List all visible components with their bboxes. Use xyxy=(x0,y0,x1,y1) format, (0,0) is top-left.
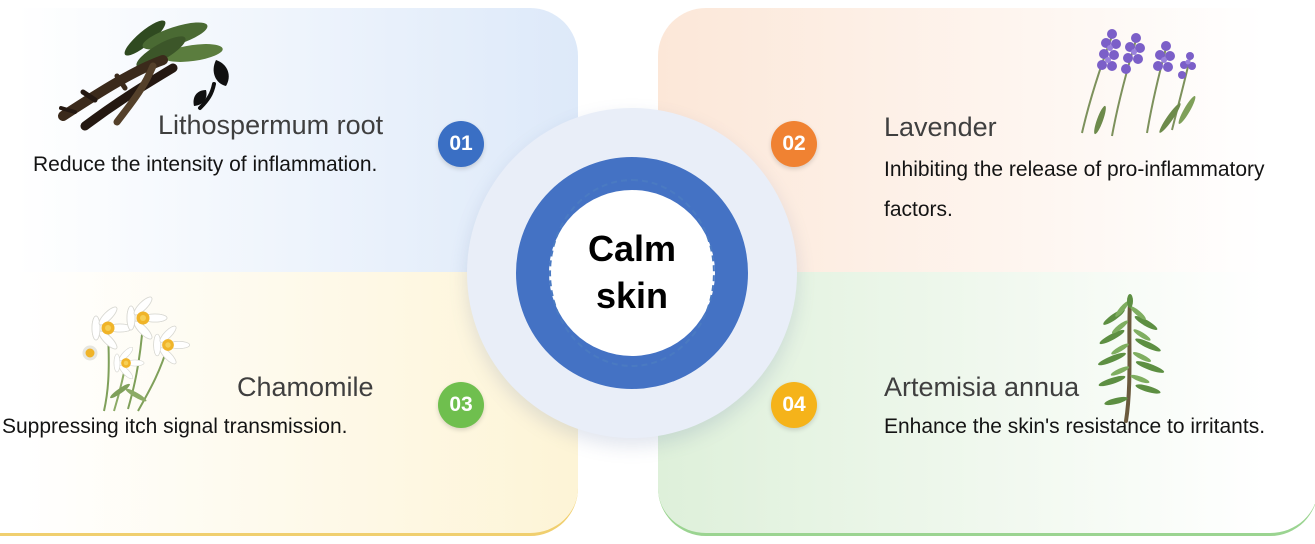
item-desc-lavender: Inhibiting the release of pro-inflammato… xyxy=(884,158,1265,221)
item-title-chamomile: Chamomile xyxy=(237,372,374,402)
center-title-line1: Calm xyxy=(587,228,677,270)
center-circle: Calm skin xyxy=(467,108,797,438)
item-desc-artemisia: Enhance the skin's resistance to irritan… xyxy=(884,415,1266,438)
lithospermum-root-image xyxy=(25,8,235,138)
badge-01: 01 xyxy=(438,121,484,167)
item-desc-chamomile: Suppressing itch signal transmission. xyxy=(2,415,348,438)
item-title-lavender: Lavender xyxy=(884,112,997,142)
center-circle-ring: Calm skin xyxy=(516,157,748,389)
item-desc-lithospermum: Reduce the intensity of inflammation. xyxy=(33,153,378,176)
center-title: Calm skin xyxy=(588,226,676,320)
center-circle-dashed-border: Calm skin xyxy=(549,179,715,367)
badge-03: 03 xyxy=(438,382,484,428)
item-title-lithospermum: Lithospermum root xyxy=(158,110,384,140)
artemisia-image xyxy=(1068,293,1188,428)
badge-04: 04 xyxy=(771,382,817,428)
chamomile-image xyxy=(68,283,193,418)
item-title-artemisia: Artemisia annua xyxy=(884,372,1080,402)
sprout-logo-icon xyxy=(192,58,232,118)
lavender-image xyxy=(1052,18,1202,143)
center-title-line2: skin xyxy=(595,275,669,316)
badge-02: 02 xyxy=(771,121,817,167)
